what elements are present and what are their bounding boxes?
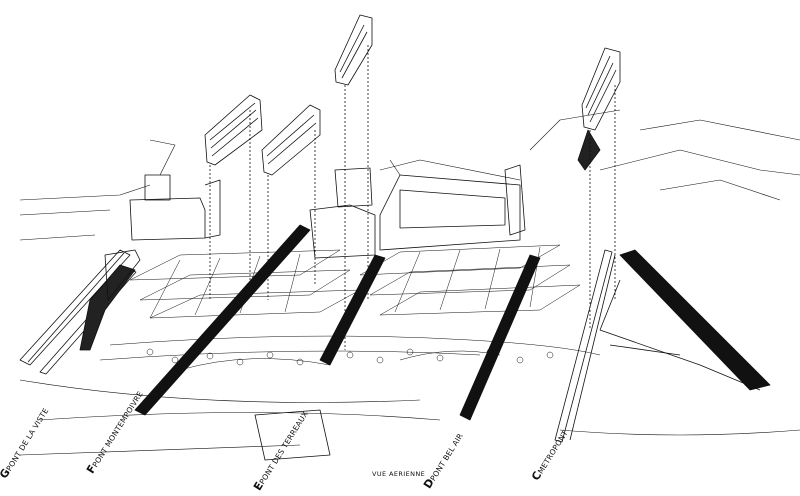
caption: VUE AERIENNE — [372, 470, 426, 478]
right-block — [599, 249, 771, 391]
tower-4 — [577, 47, 621, 330]
tower-1 — [204, 94, 263, 300]
central-building — [309, 164, 526, 259]
bridge-f — [134, 224, 311, 416]
bridge-c — [554, 249, 616, 443]
bridge-e — [319, 254, 386, 366]
context-streets — [19, 109, 800, 456]
tower-2 — [261, 104, 321, 300]
building-cluster-left — [79, 174, 221, 351]
garden-trees — [99, 335, 601, 371]
platform-sheds — [129, 244, 581, 319]
bridge-d — [459, 254, 541, 421]
tower-3 — [334, 14, 373, 350]
foreground-block — [254, 409, 331, 461]
